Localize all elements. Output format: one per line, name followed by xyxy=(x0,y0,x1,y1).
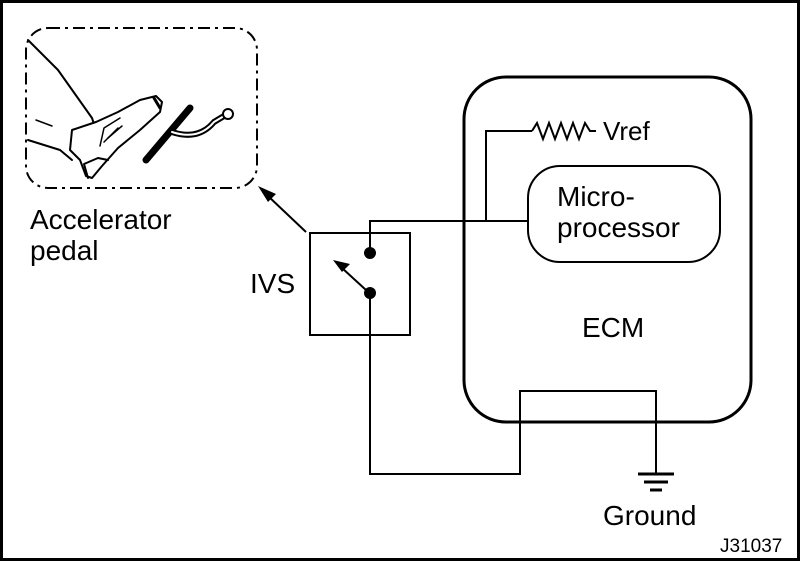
microprocessor-label-line1: Micro- xyxy=(557,181,635,212)
accelerator-pedal-label-line1: Accelerator xyxy=(30,204,172,235)
ground-label: Ground xyxy=(603,500,696,531)
ivs-label: IVS xyxy=(250,268,295,299)
circuit-wires xyxy=(369,130,657,475)
resistor-icon xyxy=(531,120,596,142)
figure-id: J31037 xyxy=(720,536,782,557)
microprocessor-box xyxy=(527,165,721,263)
ecm-box xyxy=(462,75,753,424)
switch-icon xyxy=(333,247,376,299)
microprocessor-label-line2: processor xyxy=(557,212,680,243)
ecm-label: ECM xyxy=(582,312,644,343)
vref-label: Vref xyxy=(603,116,650,146)
ivs-switch-box xyxy=(309,232,411,336)
pointer-arrow xyxy=(258,186,307,233)
accelerator-pedal-label-line2: pedal xyxy=(30,235,99,266)
foot-on-accelerator-pedal-icon xyxy=(27,39,234,179)
ground-icon xyxy=(638,472,674,492)
pedal-callout-box xyxy=(25,27,258,189)
